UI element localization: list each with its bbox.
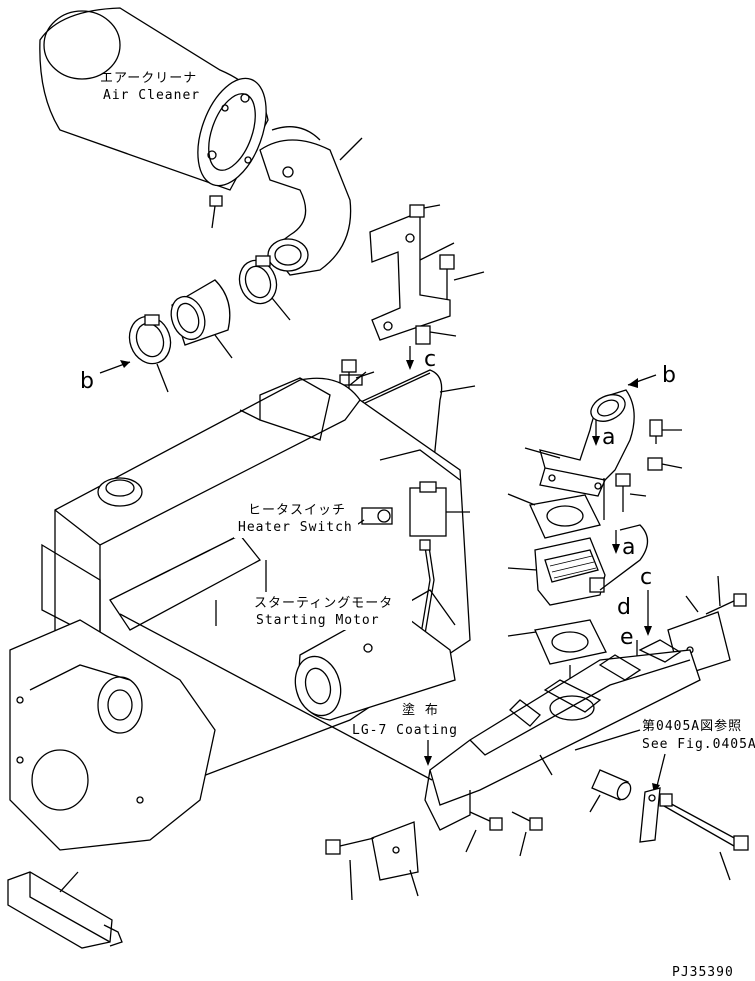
callout-a-upper-text: a [602, 425, 615, 450]
heater-switch-label-jp: ヒータスイッチ [248, 503, 346, 518]
callout-b-right: b [627, 363, 676, 388]
intake-connector [524, 389, 635, 520]
starting-motor-label-jp: スターティングモータ [254, 596, 393, 611]
long-bolt [659, 793, 749, 881]
clip-bracket [639, 787, 661, 843]
callout-b-right-text: b [662, 363, 676, 388]
callout-b-left-text: b [80, 369, 94, 394]
intake-elbow [259, 126, 363, 276]
callout-c-right-text: c [640, 565, 652, 590]
coating-label-en: LG-7 Coating [352, 723, 458, 738]
sensor-plug [649, 419, 682, 444]
callout-c-upper-text: c [424, 347, 436, 372]
callout-c-upper: c [406, 346, 436, 372]
bolt-bracket [439, 254, 485, 300]
callout-e-right-text: e [620, 625, 634, 650]
intake-manifold [424, 639, 701, 831]
air-cleaner-label-en: Air Cleaner [103, 88, 200, 103]
callout-a-lower: a [612, 530, 635, 560]
air-heater [507, 524, 649, 606]
bolt-manifold-b [511, 811, 543, 857]
callout-a-upper: a [592, 420, 615, 450]
hose-clamp-upper [238, 255, 291, 321]
starting-motor-label-en: Starting Motor [256, 613, 380, 628]
gasket-lower [507, 619, 607, 690]
dowel-pin [589, 769, 632, 813]
mounting-bracket [369, 204, 455, 341]
callout-b-left: b [80, 360, 131, 394]
bolt-manifold-a [465, 811, 503, 853]
see-fig-label-jp: 第0405A図参照 [642, 718, 742, 734]
see-fig-label-en: See Fig.0405A [642, 737, 755, 752]
callout-d-right: d [617, 595, 631, 620]
starting-motor [294, 589, 456, 721]
bolt-small [209, 195, 223, 229]
callout-c-right: c [640, 565, 652, 636]
cover-plate-left [371, 821, 419, 897]
callout-d-right-text: d [617, 595, 631, 620]
heater-switch-label-en: Heater Switch [238, 520, 353, 535]
nut-small [647, 457, 683, 471]
heater-relay [350, 481, 470, 666]
rubber-hose [170, 279, 233, 359]
hose-clamp-lower [128, 314, 172, 393]
gear-housing [9, 619, 216, 851]
air-cleaner [39, 7, 269, 191]
sleeve-tool [7, 871, 123, 949]
bolt-cover-left [325, 837, 375, 901]
callout-a-lower-text: a [622, 535, 635, 560]
drawing-number: PJ35390 [672, 965, 734, 980]
coating-label-jp: 塗 布 [402, 702, 439, 718]
spacer-bracket [415, 325, 457, 345]
bolt-cover-right [705, 575, 747, 615]
air-cleaner-label-jp: エアークリーナ [100, 71, 197, 86]
gasket-upper [507, 493, 601, 539]
bolt-intake [615, 473, 647, 512]
